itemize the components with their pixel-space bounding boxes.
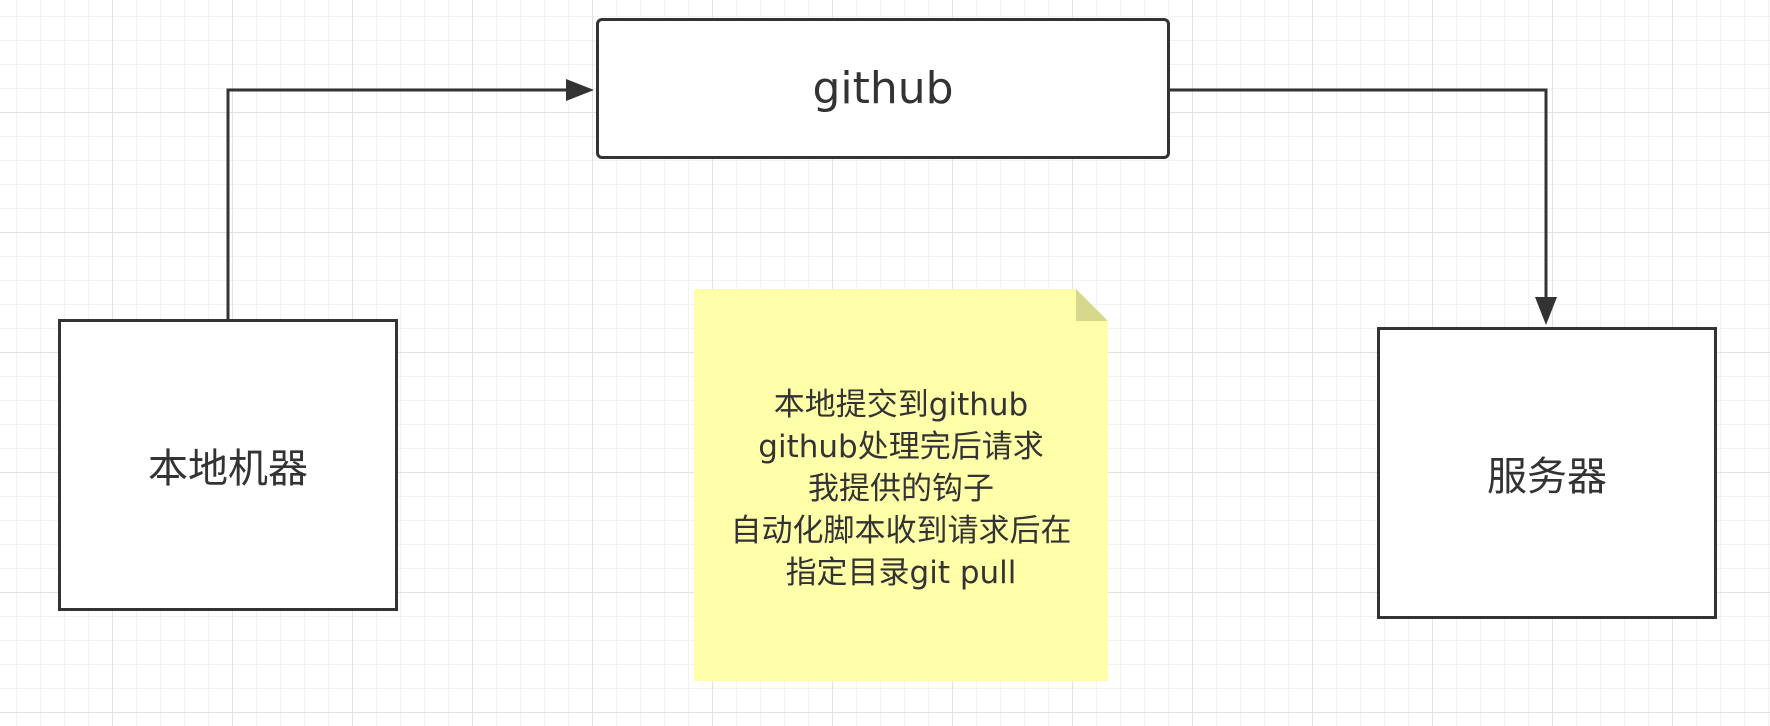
- sticky-note-fold: [1076, 289, 1108, 321]
- node-server[interactable]: 服务器: [1377, 327, 1717, 619]
- sticky-note-line: 我提供的钩子: [808, 471, 994, 507]
- sticky-note-body: [694, 289, 1108, 681]
- sticky-note-line: 指定目录git pull: [785, 555, 1017, 591]
- node-local-machine-label: 本地机器: [148, 446, 308, 492]
- sticky-note-line: 本地提交到github: [773, 387, 1029, 423]
- node-github-label: github: [812, 63, 954, 114]
- sticky-note-shape: [694, 289, 1108, 681]
- sticky-note-line: 自动化脚本收到请求后在: [730, 513, 1072, 549]
- node-github[interactable]: github: [596, 18, 1170, 159]
- node-server-label: 服务器: [1487, 454, 1607, 500]
- edge-local-to-github[interactable]: [226, 88, 572, 319]
- sticky-note[interactable]: 本地提交到github github处理完后请求我提供的钩子自动化脚本收到请求后在…: [694, 289, 1108, 681]
- node-local-machine[interactable]: 本地机器: [58, 319, 398, 611]
- arrowhead-server: [1535, 297, 1557, 325]
- sticky-note-text: 本地提交到github github处理完后请求我提供的钩子自动化脚本收到请求后在…: [731, 376, 1072, 594]
- arrowhead-github: [566, 79, 594, 101]
- edge-github-to-server[interactable]: [1170, 88, 1548, 300]
- sticky-note-line: github处理完后请求: [758, 429, 1044, 465]
